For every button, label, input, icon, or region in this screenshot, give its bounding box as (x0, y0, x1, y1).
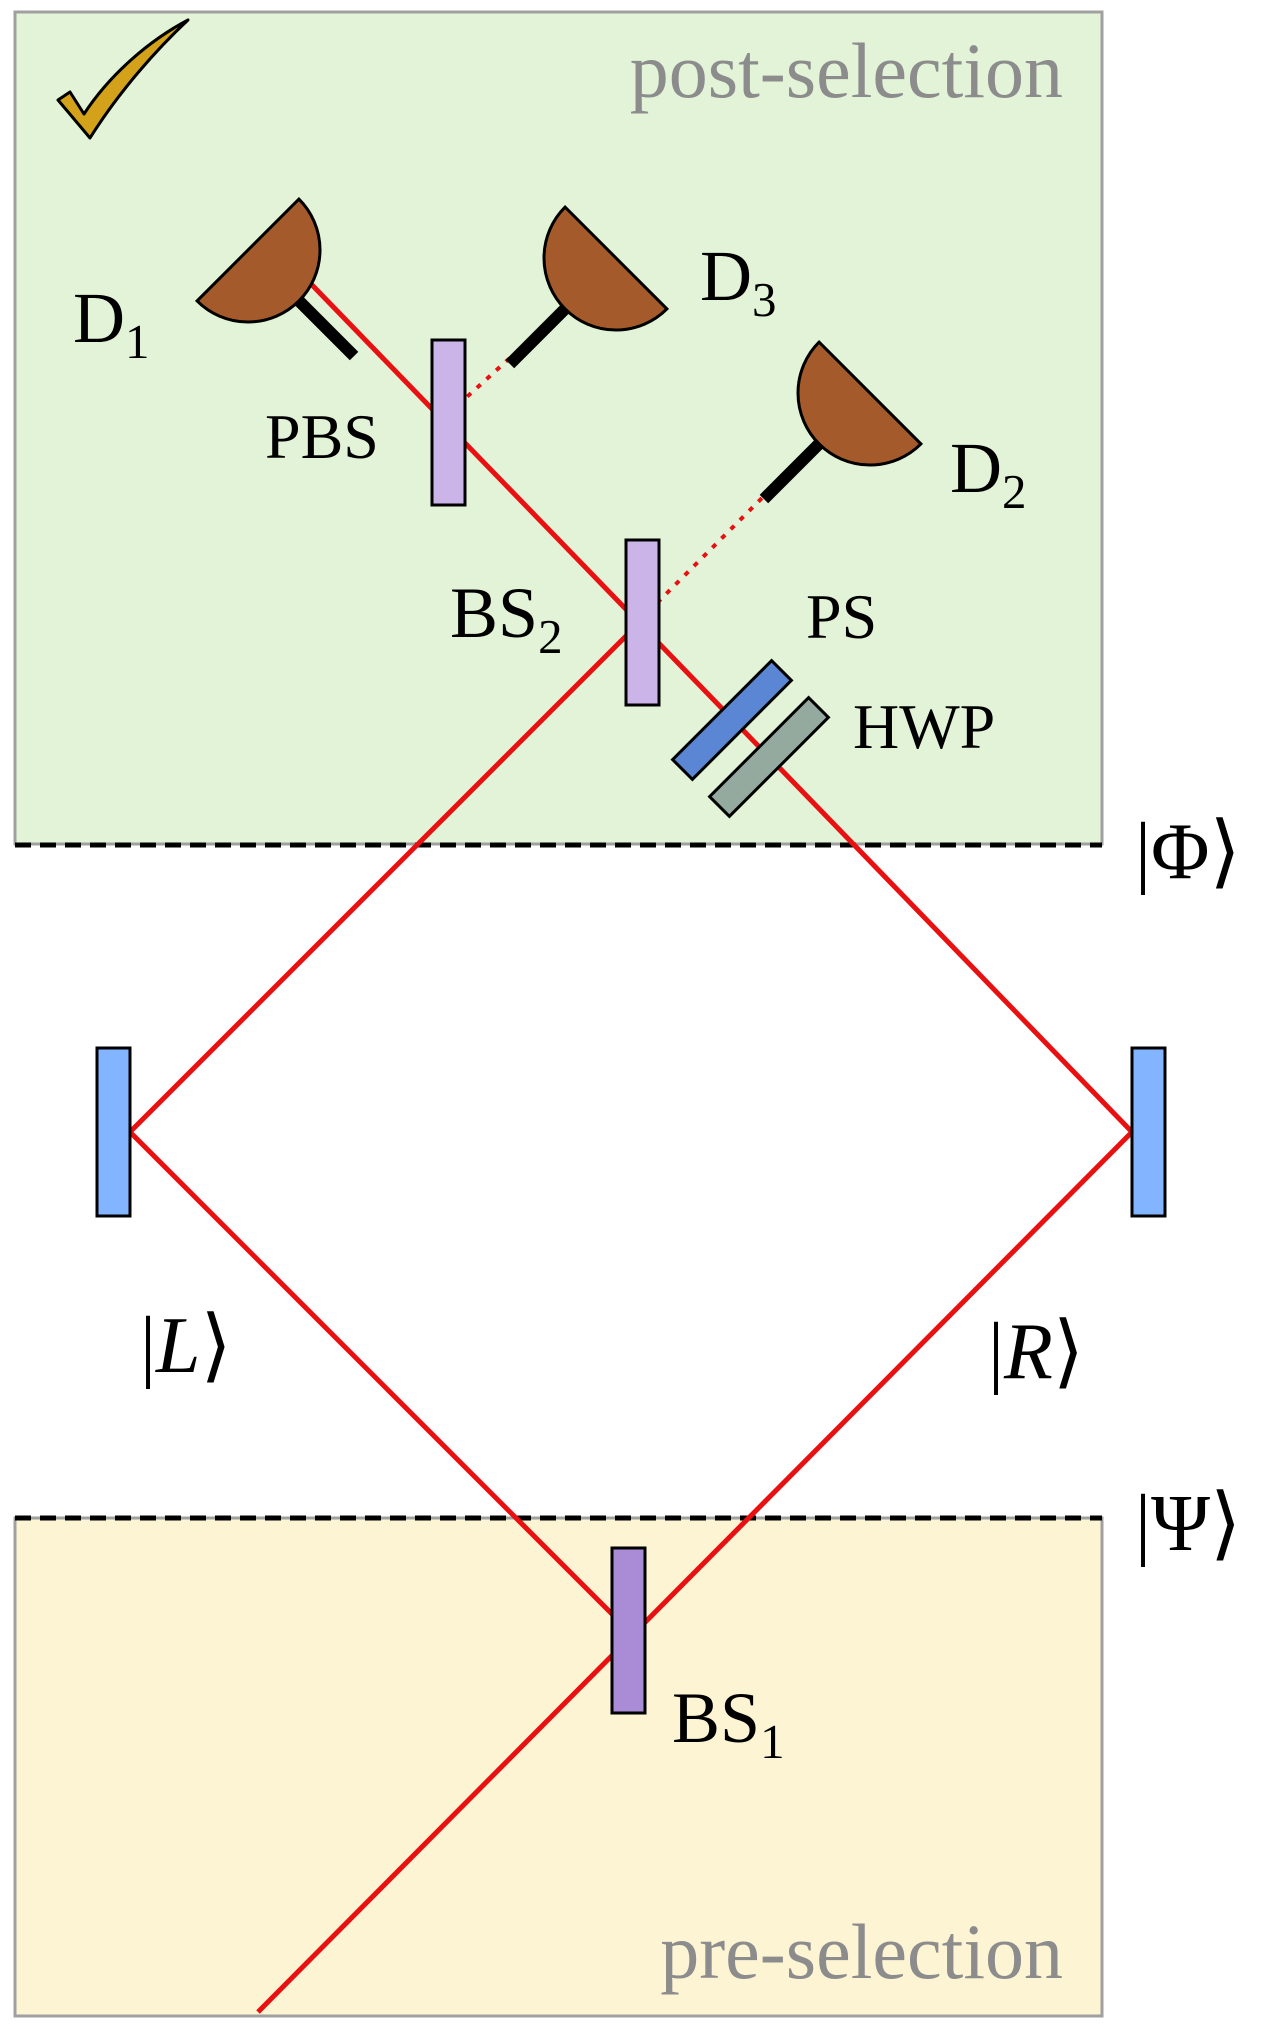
left-state-label: |L⟩ (140, 1302, 232, 1390)
post-selection-label: post-selection (630, 27, 1063, 114)
detector-d2 (759, 339, 924, 504)
detector-d1-label: D1 (73, 278, 149, 369)
phi-state-label: |Φ⟩ (1135, 808, 1241, 896)
input-beam (256, 1130, 1134, 2014)
psi-state-label: |Ψ⟩ (1135, 1480, 1241, 1568)
left-upper-beam (128, 615, 647, 1134)
laser-beam-paths (128, 254, 1134, 2014)
pre-selection-label: pre-selection (660, 1908, 1063, 1995)
beam-splitter-1 (610, 1546, 647, 1715)
hwp-label: HWP (853, 691, 995, 762)
ps-label: PS (806, 581, 877, 652)
beam-splitter-2 (624, 538, 661, 707)
right-mirror (1130, 1046, 1167, 1218)
detector-d3-label: D3 (700, 236, 776, 327)
detector-d1 (194, 196, 359, 361)
bs1-label: BS1 (672, 1678, 785, 1769)
polarizing-beam-splitter (430, 338, 467, 507)
bs2-label: BS2 (450, 573, 563, 664)
left-mirror (95, 1046, 132, 1218)
detector-d2-label: D2 (950, 428, 1026, 519)
phase-shifter-plate (670, 658, 794, 782)
detector-d3 (505, 204, 670, 369)
checkmark-icon (56, 18, 190, 140)
right-state-label: |R⟩ (988, 1308, 1084, 1396)
half-wave-plate (707, 695, 831, 819)
left-lower-beam (128, 1130, 636, 1638)
pre-selection-region (13, 1516, 1104, 2018)
pbs-label: PBS (265, 401, 379, 472)
right-beam-to-d1 (282, 254, 1134, 1134)
